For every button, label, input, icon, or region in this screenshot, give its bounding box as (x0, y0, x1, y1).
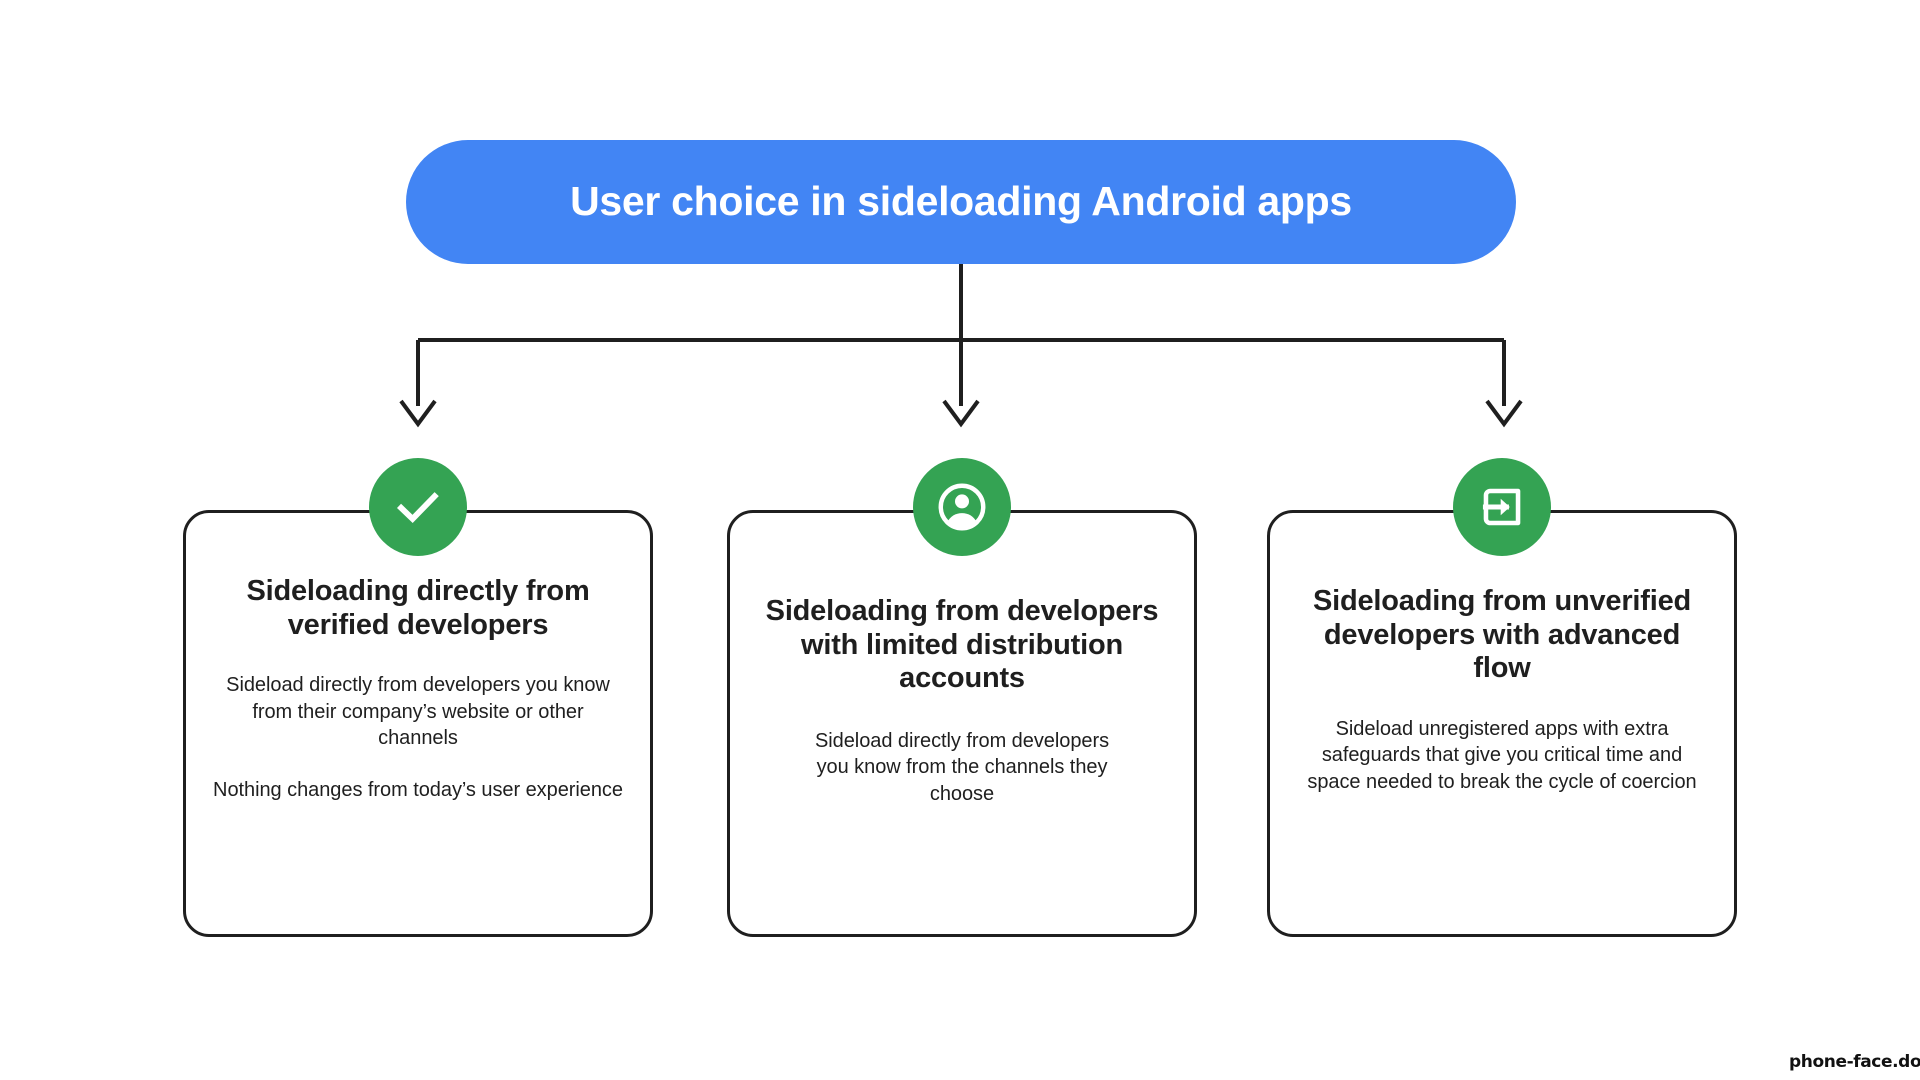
check-circle-icon (396, 492, 439, 524)
card-heading: Sideloading from developers with limited… (765, 595, 1159, 695)
card-verified-developers[interactable]: Sideloading directly from verified devel… (183, 510, 653, 937)
page-title: User choice in sideloading Android apps (570, 178, 1352, 225)
card-paragraph: Sideload unregistered apps with extra sa… (1307, 717, 1697, 793)
card-limited-distribution-accounts[interactable]: Sideloading from developers with limited… (727, 510, 1197, 937)
card-icon-badge-verified (369, 458, 467, 556)
watermark: phone-face.do.am (1789, 1052, 1920, 1073)
card-heading: Sideloading from unverified developers w… (1312, 585, 1692, 685)
card-unverified-developers[interactable]: Sideloading from unverified developers w… (1267, 510, 1737, 937)
card-heading: Sideloading directly from verified devel… (246, 575, 590, 641)
card-icon-badge-account (913, 458, 1011, 556)
card-paragraph: Nothing changes from today’s user experi… (213, 779, 623, 802)
card-paragraph: Sideload directly from developers you kn… (226, 674, 610, 750)
card-paragraph: Sideload directly from developers you kn… (814, 729, 1110, 805)
login-arrow-icon (1482, 488, 1521, 526)
diagram-title-pill: User choice in sideloading Android apps (406, 140, 1516, 264)
card-icon-badge-advanced-flow (1453, 458, 1551, 556)
account-circle-icon (938, 483, 986, 531)
